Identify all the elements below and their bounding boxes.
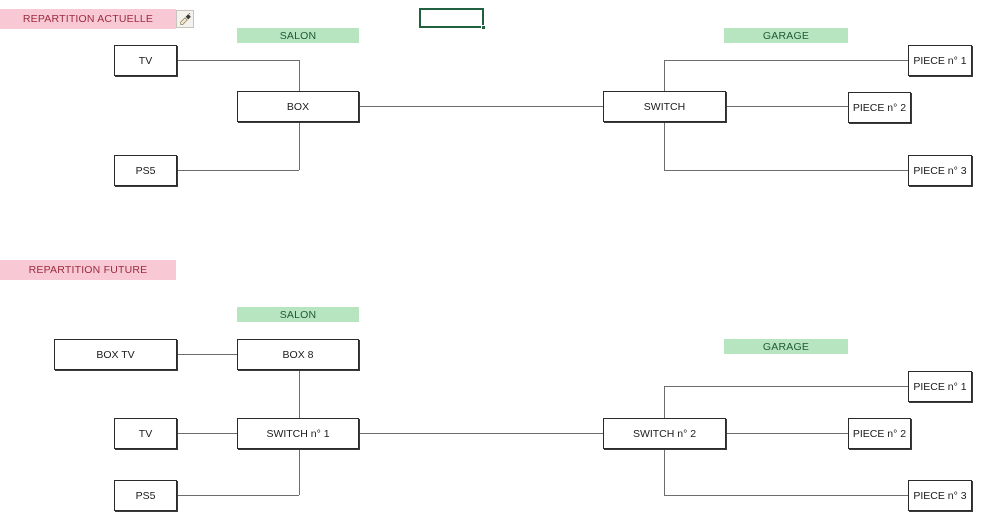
connector-switch-piece1-vertical — [664, 60, 665, 106]
connector-box-switch — [359, 106, 603, 107]
connector-ps5-box — [176, 170, 299, 171]
node-piece2-future[interactable]: PIECE n° 2 — [848, 418, 911, 449]
room-label-salon-future: SALON — [237, 307, 359, 322]
connector-box8-switch1 — [299, 370, 300, 418]
connector-ps5-switch1 — [177, 495, 299, 496]
node-switch1-future[interactable]: SWITCH n° 1 — [237, 418, 359, 449]
connector-switch2-piece1 — [664, 386, 908, 387]
node-tv-current[interactable]: TV — [114, 45, 177, 76]
connector-switch-piece2 — [726, 106, 848, 107]
node-piece1-current[interactable]: PIECE n° 1 — [908, 45, 972, 76]
node-piece3-current[interactable]: PIECE n° 3 — [908, 155, 972, 186]
connector-ps5-box-vertical — [299, 106, 300, 170]
connector-switch2-piece3-vertical — [664, 433, 665, 495]
room-label-salon-current: SALON — [237, 28, 359, 43]
connector-tv-box — [176, 60, 299, 61]
node-ps5-future[interactable]: PS5 — [114, 480, 177, 511]
section-title-current: REPARTITION ACTUELLE — [0, 9, 176, 29]
format-painter-button[interactable] — [176, 10, 194, 28]
connector-switch1-switch2 — [359, 433, 603, 434]
node-piece1-future[interactable]: PIECE n° 1 — [908, 371, 972, 402]
node-tv-future[interactable]: TV — [114, 418, 177, 449]
node-box-current[interactable]: BOX — [237, 91, 359, 122]
room-label-garage-current: GARAGE — [724, 28, 848, 43]
connector-tv-switch1 — [177, 433, 237, 434]
node-box8-future[interactable]: BOX 8 — [237, 339, 359, 370]
fill-handle[interactable] — [481, 25, 486, 30]
connector-switch-piece1 — [664, 60, 908, 61]
node-switch2-future[interactable]: SWITCH n° 2 — [603, 418, 726, 449]
node-piece3-future[interactable]: PIECE n° 3 — [908, 480, 972, 511]
connector-boxtv-box8 — [177, 354, 237, 355]
paintbrush-icon — [179, 12, 191, 25]
node-boxtv-future[interactable]: BOX TV — [54, 339, 177, 370]
connector-tv-box-vertical — [299, 60, 300, 107]
connector-switch2-piece2 — [726, 433, 848, 434]
connector-switch2-piece1-vertical — [664, 386, 665, 433]
connector-switch-piece3 — [664, 170, 908, 171]
connector-ps5-switch1-vertical — [299, 449, 300, 495]
node-piece2-current[interactable]: PIECE n° 2 — [848, 92, 911, 123]
connector-switch2-piece3 — [664, 495, 908, 496]
room-label-garage-future: GARAGE — [724, 339, 848, 354]
selected-empty-cell[interactable] — [419, 8, 484, 28]
node-switch-current[interactable]: SWITCH — [603, 91, 726, 122]
node-ps5-current[interactable]: PS5 — [114, 155, 177, 186]
section-title-future: REPARTITION FUTURE — [0, 260, 176, 280]
connector-switch-piece3-vertical — [664, 106, 665, 170]
